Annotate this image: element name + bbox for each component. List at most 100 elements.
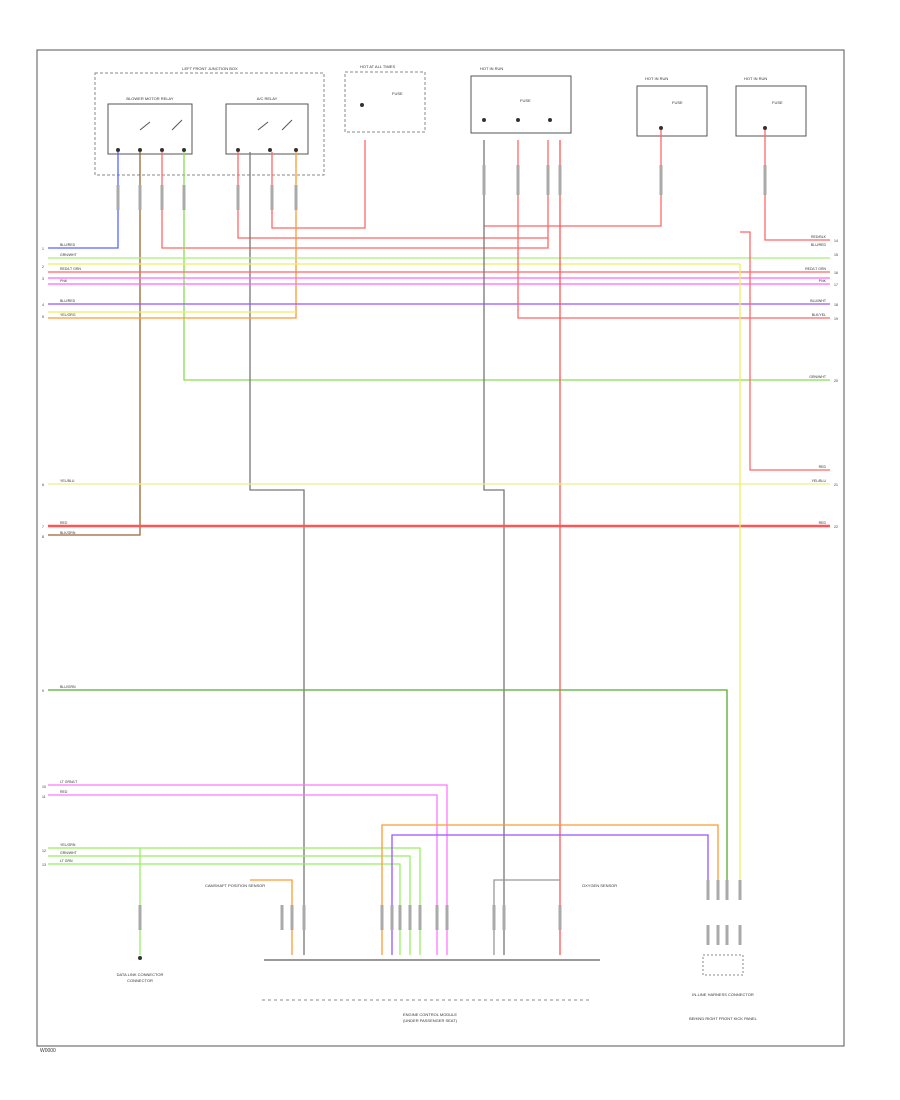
wire-red-5 bbox=[484, 130, 662, 227]
wire-dark-1 bbox=[48, 152, 141, 536]
right-comp-1: IN-LINE HARNESS CONNECTOR bbox=[692, 992, 754, 997]
diagram-frame bbox=[36, 49, 845, 1047]
fuse-block-1: HOT AT ALL TIMES FUSE bbox=[344, 64, 426, 133]
wl-left-4: BLU/RED bbox=[60, 299, 76, 303]
term-r-5: 19 bbox=[834, 317, 838, 321]
ecm-title: ENGINE CONTROL MODULE bbox=[403, 1012, 457, 1017]
term-r-0: 14 bbox=[834, 239, 838, 243]
wire-orange-1 bbox=[48, 152, 297, 319]
term-l-4: 5 bbox=[42, 315, 44, 319]
wl-left-3: PNK bbox=[60, 279, 68, 283]
fuse-block-4: HOT IN RUN FUSE bbox=[735, 76, 807, 137]
hot-label-2: HOT IN RUN bbox=[480, 66, 503, 71]
inline-connector: IN-LINE HARNESS CONNECTOR BEHIND RIGHT F… bbox=[689, 954, 758, 1021]
wl-right-0: RED/BLK bbox=[811, 235, 827, 239]
wire-red-6 bbox=[764, 130, 830, 241]
wl-left-1: GRN/WHT bbox=[60, 253, 78, 257]
wl-right-2: RED/LT GRN bbox=[805, 267, 826, 271]
left-wire-labels: BLU/RED GRN/WHT RED/LT GRN PNK BLU/RED Y… bbox=[60, 243, 81, 863]
wire-gray-1 bbox=[249, 152, 305, 955]
wl-right-3: PNK bbox=[819, 279, 827, 283]
oxy-sensor-label: OXYGEN SENSOR bbox=[582, 883, 617, 888]
term-l-0: 1 bbox=[42, 247, 44, 251]
term-l-10: 11 bbox=[42, 795, 46, 799]
ecm-connector: ENGINE CONTROL MODULE (UNDER PASSENGER S… bbox=[262, 959, 600, 1023]
wl-left-12: YEL/GRN bbox=[60, 843, 76, 847]
junction-box-title: LEFT FRONT JUNCTION BOX bbox=[182, 66, 238, 71]
wl-left-11: RED bbox=[60, 790, 68, 794]
ecm-sub: (UNDER PASSENGER SEAT) bbox=[403, 1018, 458, 1023]
fuse-label-2: FUSE bbox=[520, 98, 531, 103]
wire-green-3 bbox=[48, 855, 411, 955]
footer-id: W0000 bbox=[40, 1048, 56, 1054]
wl-right-4: BLU/WHT bbox=[810, 299, 827, 303]
term-r-2: 16 bbox=[834, 271, 838, 275]
wires bbox=[48, 130, 830, 955]
wl-right-8: YEL/BLU bbox=[812, 479, 827, 483]
wire-red-1 bbox=[161, 140, 549, 249]
term-l-11: 12 bbox=[42, 849, 46, 853]
wl-left-10: LT GRN/LT bbox=[60, 780, 78, 784]
term-l-6: 7 bbox=[42, 525, 44, 529]
wl-left-5: YEL/ORG bbox=[60, 313, 76, 317]
fuse-label-3: FUSE bbox=[672, 100, 683, 105]
fuse-block-2: HOT IN RUN FUSE bbox=[470, 66, 572, 134]
wire-red-7 bbox=[740, 231, 830, 471]
fuse-label-1: FUSE bbox=[392, 91, 403, 96]
wl-right-6: GRN/WHT bbox=[809, 375, 827, 379]
dlc-label: DATA LINK CONNECTOR bbox=[117, 972, 164, 977]
wire-orange-3 bbox=[250, 879, 293, 955]
right-comp-2: BEHIND RIGHT FRONT KICK PANEL bbox=[689, 1016, 758, 1021]
term-l-8: 9 bbox=[42, 689, 44, 693]
pin-stubs bbox=[116, 165, 767, 945]
wire-red-4 bbox=[517, 140, 830, 319]
blower-relay-box bbox=[107, 103, 193, 155]
term-l-1: 2 bbox=[42, 265, 44, 269]
term-l-2: 3 bbox=[42, 277, 44, 281]
hot-label-3: HOT IN RUN bbox=[645, 76, 668, 81]
wl-right-5: BLK/YEL bbox=[812, 313, 826, 317]
term-l-9: 10 bbox=[42, 785, 46, 789]
term-r-6: 20 bbox=[834, 379, 838, 383]
term-r-8: 22 bbox=[834, 525, 838, 529]
wire-orange-2 bbox=[381, 824, 719, 955]
wire-pink-3 bbox=[48, 784, 448, 955]
terminal-numbers: 1 2 3 4 5 6 7 8 9 10 11 12 13 14 15 16 1… bbox=[42, 239, 838, 867]
fuse-label-4: FUSE bbox=[772, 100, 783, 105]
hot-label-1: HOT AT ALL TIMES bbox=[360, 64, 395, 69]
wl-left-9: BLU/GRN bbox=[60, 685, 76, 689]
blower-relay-label: BLOWER MOTOR RELAY bbox=[126, 96, 174, 101]
term-r-7: 21 bbox=[834, 483, 838, 487]
hot-label-4: HOT IN RUN bbox=[744, 76, 767, 81]
wire-pink-4 bbox=[48, 794, 438, 955]
wl-left-14: LT GRN bbox=[60, 859, 73, 863]
right-wire-labels: RED/BLK BLU/RED RED/LT GRN PNK BLU/WHT B… bbox=[805, 235, 827, 525]
wl-left-6: YEL/BLU bbox=[60, 479, 75, 483]
cam-sensor-label: CAMSHAFT POSITION SENSOR bbox=[205, 883, 265, 888]
wl-left-8: BLK/GRN bbox=[60, 531, 76, 535]
wl-right-1: BLU/RED bbox=[811, 243, 827, 247]
term-r-3: 17 bbox=[834, 283, 838, 287]
term-l-3: 4 bbox=[42, 303, 44, 307]
term-l-12: 13 bbox=[42, 863, 46, 867]
junction-box: LEFT FRONT JUNCTION BOX BLOWER MOTOR REL… bbox=[94, 66, 325, 176]
wl-left-7: RED bbox=[60, 521, 68, 525]
wl-left-13: GRN/WHT bbox=[60, 851, 78, 855]
term-r-4: 18 bbox=[834, 303, 838, 307]
data-link-connector: DATA LINK CONNECTOR CONNECTOR bbox=[117, 956, 164, 983]
wl-right-7: RED bbox=[819, 465, 827, 469]
fuse-block-3: HOT IN RUN FUSE bbox=[636, 76, 708, 137]
wire-gray-2 bbox=[483, 140, 505, 955]
term-l-7: 8 bbox=[42, 535, 44, 539]
dlc-sub: CONNECTOR bbox=[127, 978, 153, 983]
wire-darkgreen bbox=[48, 689, 728, 880]
wire-green-4 bbox=[48, 863, 401, 955]
ac-relay-box bbox=[225, 103, 309, 155]
wire-red-3 bbox=[271, 140, 366, 229]
wl-right-9: RED bbox=[819, 521, 827, 525]
wire-green-1 bbox=[183, 152, 830, 381]
wire-red-2 bbox=[237, 152, 548, 239]
wl-left-0: BLU/RED bbox=[60, 243, 76, 247]
ac-relay-label: A/C RELAY bbox=[257, 96, 278, 101]
